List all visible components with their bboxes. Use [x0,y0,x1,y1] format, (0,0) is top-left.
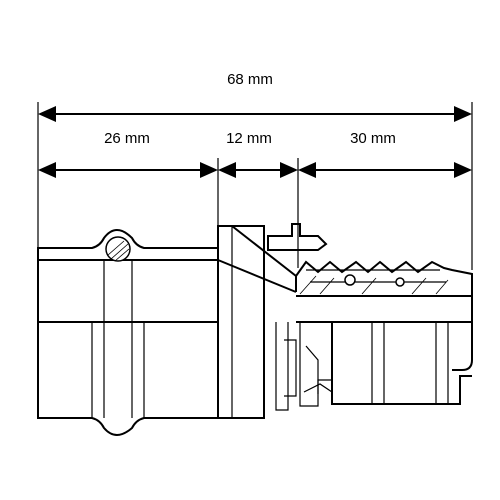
collar-inner-taper [217,259,297,293]
pipe-insert [295,260,473,297]
pipe-stub [452,295,473,371]
grip-tooth [395,277,405,287]
arrowhead [38,106,56,122]
dimension-label-right: 30 mm [350,130,396,147]
arrowhead [454,162,472,178]
section-hatching [299,275,449,295]
dimension-label-left: 26 mm [104,130,150,147]
arrowhead [218,162,236,178]
dimension-label-middle: 12 mm [226,130,272,147]
dimension-left: 26 mm [38,130,218,178]
arrowhead [298,162,316,178]
grip-tooth [344,274,356,286]
dimension-lines: 68 mm 26 mm 12 mm 30 mm [37,71,473,270]
dimension-label-overall: 68 mm [227,71,273,88]
dimension-right: 30 mm [298,130,472,178]
retaining-ring [267,223,328,251]
dimension-overall: 68 mm [38,71,472,122]
arrowhead [200,162,218,178]
arrowhead [280,162,298,178]
arrowhead [38,162,56,178]
press-fitting [37,223,473,436]
arrowhead [454,106,472,122]
collar [217,225,265,419]
dimension-middle: 12 mm [218,130,298,178]
o-ring [105,236,131,262]
